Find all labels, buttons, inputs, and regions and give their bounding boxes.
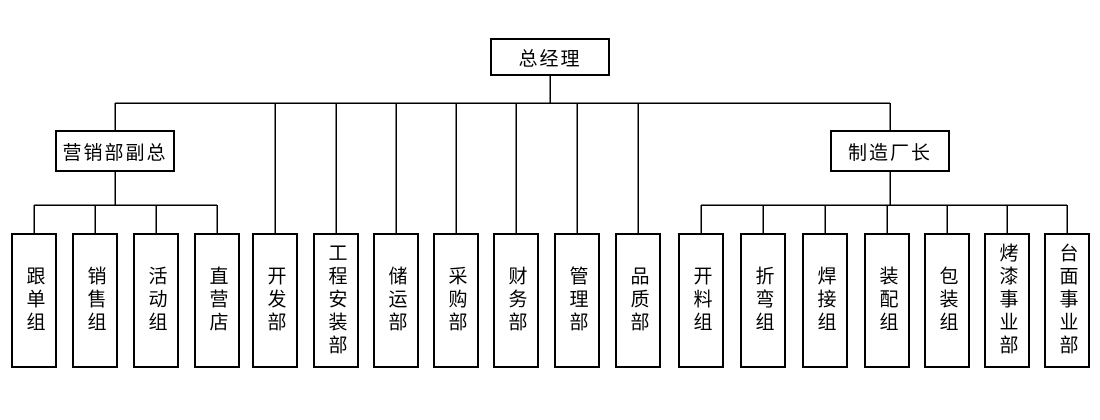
node-marketing-team: 活动组: [133, 233, 179, 368]
node-factory-team: 包装组: [924, 233, 970, 368]
node-label: 工程安装部: [325, 243, 347, 358]
node-factory-team: 装配组: [864, 233, 910, 368]
node-label: 财务部: [505, 266, 527, 335]
node-label: 烤漆事业部: [996, 243, 1018, 358]
node-department: 工程安装部: [313, 233, 359, 368]
node-factory-team: 焊接组: [802, 233, 848, 368]
node-label: 开料组: [690, 266, 712, 335]
node-label: 包装组: [936, 266, 958, 335]
node-label: 开发部: [264, 266, 286, 335]
node-general-manager: 总经理: [490, 38, 610, 76]
node-factory-team: 开料组: [678, 233, 724, 368]
node-label: 采购部: [445, 266, 467, 335]
node-label: 直营店: [206, 266, 228, 335]
node-label: 销售组: [84, 266, 106, 335]
node-department: 储运部: [373, 233, 419, 368]
node-department: 开发部: [252, 233, 298, 368]
node-department: 管理部: [554, 233, 600, 368]
node-label: 管理部: [566, 266, 588, 335]
node-department: 品质部: [615, 233, 661, 368]
node-label: 营销部副总: [62, 142, 168, 164]
node-factory-director: 制造厂长: [830, 130, 950, 172]
node-label: 活动组: [145, 266, 167, 335]
node-label: 装配组: [876, 266, 898, 335]
node-department: 采购部: [433, 233, 479, 368]
node-factory-team: 台面事业部: [1044, 233, 1090, 368]
node-label: 跟单组: [23, 266, 45, 335]
node-label: 总经理: [518, 48, 582, 70]
node-label: 制造厂长: [847, 142, 932, 164]
node-marketing-team: 销售组: [72, 233, 118, 368]
node-label: 折弯组: [752, 266, 774, 335]
node-factory-team: 烤漆事业部: [984, 233, 1030, 368]
node-label: 品质部: [627, 266, 649, 335]
node-label: 焊接组: [814, 266, 836, 335]
node-marketing-team: 跟单组: [11, 233, 57, 368]
node-marketing-vp: 营销部副总: [55, 130, 175, 172]
node-factory-team: 折弯组: [740, 233, 786, 368]
node-marketing-team: 直营店: [194, 233, 240, 368]
node-department: 财务部: [493, 233, 539, 368]
node-label: 台面事业部: [1056, 243, 1078, 358]
node-label: 储运部: [385, 266, 407, 335]
